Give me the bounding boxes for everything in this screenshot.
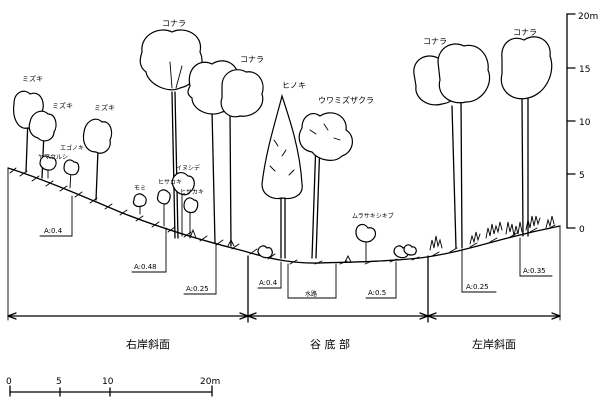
water-channel-label: 水路 <box>305 290 317 298</box>
zone-dimension-line <box>7 167 561 323</box>
tree-label-hisakaki-1: ヒサカキ <box>158 179 182 186</box>
distance-scale: 0 5 10 20m <box>6 377 220 397</box>
tree-label-egonoki: エゴノキ <box>60 144 84 152</box>
tree-label-hinoki: ヒノキ <box>282 81 306 90</box>
zone-label-left-bank: 左岸斜面 <box>472 338 516 351</box>
distance-tick-0: 0 <box>6 377 12 387</box>
tree-konara-2: コナラ <box>187 55 264 247</box>
trees: コナラ コナラ コナラ コナラ <box>13 19 553 263</box>
tree-mizuki-2: ミズキ <box>28 101 73 179</box>
shrub-hisakaki-1: ヒサカキ <box>156 179 182 227</box>
distance-tick-5: 5 <box>56 377 62 387</box>
tree-label-konara-3: コナラ <box>423 37 447 46</box>
height-tick-5: 5 <box>579 171 585 181</box>
tree-konara-4: コナラ <box>500 28 553 237</box>
height-tick-15: 15 <box>579 65 590 75</box>
tree-label-hisakaki-2: ヒサカキ <box>180 189 204 196</box>
tree-label-mizuki-1: ミズキ <box>22 74 43 83</box>
small-shrubs-valley <box>257 244 417 259</box>
tree-label-konara-1: コナラ <box>162 19 186 28</box>
tree-label-konara-4: コナラ <box>513 28 537 37</box>
measure-label-4: A:0.4 <box>259 279 278 287</box>
measure-label-2: A:0.48 <box>134 263 157 271</box>
tree-label-yamaurushi: ヤマウルシ <box>38 153 68 161</box>
height-tick-10: 10 <box>579 118 591 128</box>
tree-hinoki: ヒノキ <box>261 81 306 259</box>
tree-mizuki-3: ミズキ <box>82 103 115 201</box>
tree-label-murasakishikibu: ムラサキシキブ <box>352 212 394 220</box>
height-scale: 20m 15 10 5 0 <box>566 12 598 235</box>
tree-label-mizuki-3: ミズキ <box>94 103 115 112</box>
distance-tick-10: 10 <box>102 377 114 387</box>
measure-label-3: A:0.25 <box>186 285 209 293</box>
height-tick-20: 20m <box>578 12 598 22</box>
tree-label-inushide: イヌシデ <box>176 164 200 172</box>
measure-label-6: A:0.25 <box>466 283 489 291</box>
tree-label-momi: モミ <box>134 185 146 192</box>
shrub-egonoki: エゴノキ <box>60 144 84 189</box>
height-tick-0: 0 <box>579 225 585 235</box>
shrub-hisakaki-2: ヒサカキ <box>180 189 204 239</box>
shrub-murasakishikibu: ムラサキシキブ <box>352 212 394 263</box>
shrub-momi: モミ <box>132 185 147 215</box>
tree-uwamizuzakura: ウワミズザクラ <box>298 95 374 259</box>
tree-konara-3: コナラ <box>413 37 491 249</box>
measure-label-1: A:0.4 <box>44 227 63 235</box>
tree-label-mizuki-2: ミズキ <box>52 101 73 110</box>
tree-label-uwamizuzakura: ウワミズザクラ <box>318 95 374 105</box>
shrub-inushide: イヌシデ <box>171 164 200 237</box>
distance-tick-20: 20m <box>200 377 220 387</box>
measurement-markers: A:0.4 A:0.48 A:0.25 A:0.4 A:0.5 A:0.25 A… <box>39 195 553 299</box>
zone-label-right-bank: 右岸斜面 <box>126 337 170 351</box>
zone-label-valley-floor: 谷 底 部 <box>310 337 350 351</box>
measure-label-5: A:0.5 <box>368 289 386 297</box>
tree-label-konara-2: コナラ <box>240 55 264 64</box>
shrub-yamaurushi: ヤマウルシ <box>38 153 68 179</box>
measure-label-7: A:0.35 <box>523 267 546 275</box>
tree-konara-1: コナラ <box>139 19 203 239</box>
